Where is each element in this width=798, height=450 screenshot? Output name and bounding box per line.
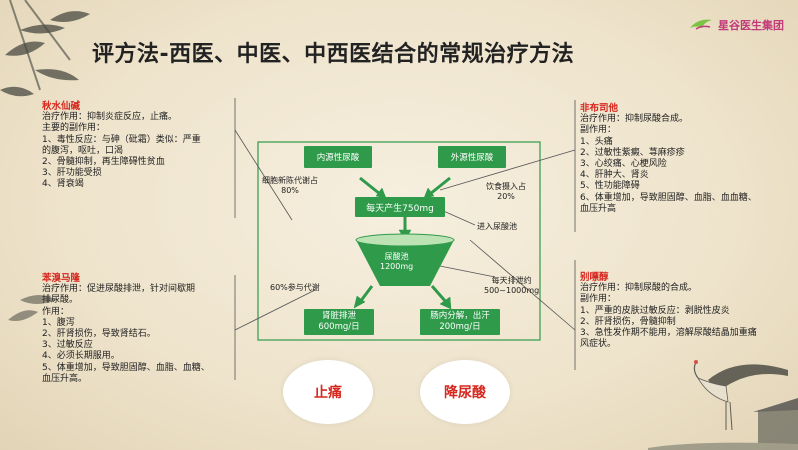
crane-decoration [648,360,798,450]
metabolism-note: 60%参与代谢 [270,283,320,292]
drug-name-colchicine: 秋水仙碱 [42,101,81,112]
kidney-amount: 600mg/日 [318,322,360,332]
panel-line: 4、必须长期服用。 [42,351,120,362]
drug-name-febuxostat: 非布司他 [580,103,619,114]
panel-line: 排尿酸。 [42,295,79,306]
panel-line: 主要的副作用： [42,123,106,134]
panel-line: 3、过敏反应 [42,340,93,351]
kidney-box: 肾脏排泄 600mg/日 [304,309,374,335]
panel-line: 的腹泻，呕吐，口渴 [42,145,124,156]
daily-produce-label: 每天产生750mg [366,203,434,214]
daily-excrete-amount: 500~1000mg [484,286,540,295]
panel-line: 3、肝功能受损 [42,168,102,179]
drug-name-allopurinol: 别嘌醇 [580,272,609,283]
pain-relief-button[interactable]: 止痛 [283,360,373,424]
daily-excrete-note: 每天排泄约 500~1000mg [484,276,539,296]
panel-line: 风症状。 [580,339,617,350]
panel-febuxostat: 非布司他 治疗作用：抑制尿酸合成。 副作用： 1、头痛 2、过敏性紫癜、荨麻疹疹… [580,103,790,215]
cell-metabolism-note: 细胞新陈代谢占 80% [262,176,318,196]
panel-line: 6、体重增加，导致胆固醇、血脂、血血糖、 [580,192,757,203]
exogenous-box: 外源性尿酸 [438,146,506,168]
page-title: 评方法-西医、中医、中西医结合的常规治疗方法 [92,42,575,67]
pool-amount: 1200mg [380,262,414,271]
brand-logo: 星谷医生集团 [688,14,788,36]
panel-line: 1、毒性反应：与砷（砒霜）类似：严重 [42,134,201,145]
panel-colchicine: 秋水仙碱 治疗作用：抑制炎症反应，止痛。 主要的副作用： 1、毒性反应：与砷（砒… [42,101,232,191]
intestine-amount: 200mg/日 [439,322,481,332]
lower-uric-acid-button[interactable]: 降尿酸 [420,360,510,424]
panel-line: 副作用： [580,294,617,305]
panel-line: 3、急性发作期不能用，溶解尿酸结晶加重痛 [580,328,757,339]
panel-allopurinol: 别嘌醇 治疗作用：抑制尿酸的合成。 副作用： 1、严重的皮肤过敏反应：剥脱性皮炎… [580,272,790,350]
panel-line: 1、头痛 [580,136,613,147]
panel-line: 2、骨髓抑制，再生障碍性贫血 [42,157,165,168]
intestine-label: 肠内分解，出汗 [430,311,490,321]
panel-line: 治疗作用：抑制尿酸的合成。 [580,283,698,294]
panel-line: 作用： [42,306,70,317]
endogenous-label: 内源性尿酸 [316,153,360,163]
cell-metabolism-label: 细胞新陈代谢占 [262,176,318,185]
food-intake-label: 饮食摄入占 [486,182,526,191]
enter-pool-note: 进入尿酸池 [477,222,517,231]
lower-uric-acid-label: 降尿酸 [444,385,486,401]
logo-text: 星谷医生集团 [718,19,784,32]
panel-line: 2、过敏性紫癜、荨麻疹疹 [580,147,685,158]
panel-benzbromarone: 苯溴马隆 治疗作用：促进尿酸排泄，针对间歇期 排尿酸。 作用： 1、腹泻 2、肝… [42,273,232,385]
food-intake-pct: 20% [497,192,515,201]
food-intake-note: 饮食摄入占 20% [486,182,526,202]
endogenous-box: 内源性尿酸 [304,146,372,168]
drug-name-benzbromarone: 苯溴马隆 [42,273,81,284]
panel-line: 2、肝肾损伤，骨髓抑制 [580,316,676,327]
daily-produce-box: 每天产生750mg [355,197,445,217]
bamboo-decoration [0,0,90,321]
pool-name: 尿酸池 [384,252,409,261]
pool-label: 尿酸池 1200mg [380,252,413,272]
cell-metabolism-pct: 80% [281,186,299,195]
kidney-label: 肾脏排泄 [321,311,356,321]
panel-line: 血压升高 [580,203,617,214]
panel-line: 3、心绞痛、心梗风险 [580,159,667,170]
exogenous-label: 外源性尿酸 [450,153,494,163]
daily-excrete-label: 每天排泄约 [491,276,532,285]
panel-line: 4、肾衰竭 [42,179,84,190]
intestine-box: 肠内分解，出汗 200mg/日 [420,309,500,335]
pain-relief-label: 止痛 [314,385,342,401]
panel-line: 1、腹泻 [42,317,75,328]
panel-line: 副作用： [580,125,617,136]
panel-line: 5、性功能障碍 [580,181,640,192]
panel-line: 治疗作用：抑制尿酸合成。 [580,114,689,125]
panel-line: 4、肝肿大、肾炎 [580,170,649,181]
panel-line: 治疗作用：抑制炎症反应，止痛。 [42,112,178,123]
logo-bird-icon [690,19,712,30]
panel-line: 治疗作用：促进尿酸排泄，针对间歇期 [42,284,196,295]
panel-line: 血压升高。 [42,373,88,384]
panel-line: 1、严重的皮肤过敏反应：剥脱性皮炎 [580,305,730,316]
panel-line: 2、肝肾损伤，导致肾结石。 [42,329,156,340]
panel-line: 5、体重增加，导致胆固醇、血脂、血糖、 [42,362,210,373]
